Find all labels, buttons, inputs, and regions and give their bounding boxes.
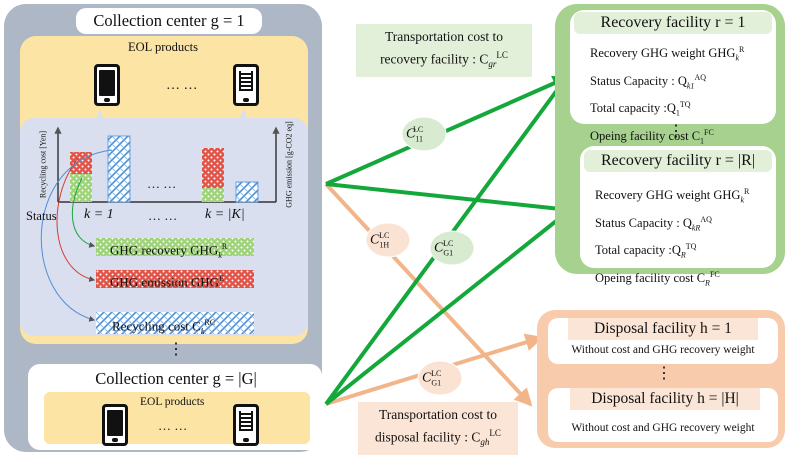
bar-ghg-recovery-k1 <box>70 174 92 202</box>
bar-ghg-emission-k1 <box>70 152 92 174</box>
edge-label-cG1-orange-bubble <box>417 360 463 396</box>
battery-phone-icon <box>233 64 259 106</box>
edge-label-c11: C11LC <box>406 125 424 144</box>
chart-bars-ellipsis: … … <box>147 176 177 191</box>
disposal-facility-1-title: Disposal facility h = 1 <box>568 318 758 340</box>
status-chart-panel <box>20 118 308 336</box>
disposal-facility-H-title: Disposal facility h = |H| <box>570 388 760 410</box>
recovery-vertical-dots: ⋮ <box>668 123 684 140</box>
bar-ghg-emission-kK <box>202 148 224 188</box>
edge-label-c1H-bubble <box>365 222 411 258</box>
recovery-facility-R-details: Recovery GHG weight GHGkR Status Capacit… <box>595 187 750 288</box>
edge-label-cG1-orange: CG1LC <box>422 369 442 388</box>
smartphone-icon <box>94 64 120 106</box>
status-label: Status <box>26 209 57 223</box>
products-ellipsis-bottom: … … <box>158 418 188 433</box>
collection-center-1-title: Collection center g = 1 <box>76 8 262 34</box>
eol-products-label: EOL products <box>128 40 199 54</box>
recovery-facility-R-title: Recovery facility r = |R| <box>584 150 772 172</box>
bar-recycling-cost-kK <box>235 181 259 203</box>
collection-vertical-dots: ⋮ <box>168 341 184 358</box>
collection-center-G-title: Collection center g = |G| <box>95 369 257 388</box>
disposal-facility-1-desc: Without cost and GHG recovery weight <box>571 344 755 356</box>
disposal-vertical-dots: ⋮ <box>656 365 672 382</box>
y-left-label: Recycling cost [Yen] <box>38 130 48 199</box>
k-last-label: k = |K| <box>205 207 245 222</box>
callout-pointer-left <box>92 108 106 132</box>
edge-label-c11-bubble <box>401 116 447 152</box>
recovery-facility-1-details: Recovery GHG weight GHGkR Status Capacit… <box>590 45 745 146</box>
disposal-facility-H-desc: Without cost and GHG recovery weight <box>571 422 755 434</box>
bar-ghg-recovery-kK <box>202 188 224 202</box>
y-right-label: GHG emission [g-CO2 eq] <box>284 121 294 208</box>
legend-ghg-recovery-swatch <box>96 238 254 256</box>
eol-products-panel-bottom <box>44 392 310 444</box>
callout-pointer-right <box>234 108 250 132</box>
connector-red <box>56 157 96 282</box>
smartphone-icon <box>102 404 128 446</box>
legend-recycling-cost-swatch <box>96 312 254 334</box>
recovery-facility-1-title: Recovery facility r = 1 <box>574 12 772 34</box>
edge-label-c1H: C1HLC <box>370 231 390 250</box>
legend-ghg-emission-swatch <box>96 270 254 288</box>
products-ellipsis: … … <box>166 78 198 93</box>
bar-recycling-cost-k1 <box>107 135 131 203</box>
eol-products-label-bottom: EOL products <box>140 396 205 408</box>
connector-green <box>71 177 96 248</box>
k-first-label: k = 1 <box>84 207 114 222</box>
edge-label-cG1-green: CG1LC <box>434 239 454 258</box>
transport-recovery-label: Transportation cost to recovery facility… <box>356 24 532 78</box>
k-axis-ellipsis: … … <box>148 208 178 223</box>
arrow-cG-to-recovery-R <box>324 208 573 406</box>
edge-label-cG1-green-bubble <box>429 230 475 266</box>
arrow-c1-to-disposal-H <box>324 182 533 407</box>
arrow-c1-to-recovery-R <box>325 182 574 217</box>
battery-phone-icon <box>233 404 259 446</box>
legend-ghg-recovery: GHG recovery GHGkR <box>110 242 228 260</box>
connector-blue <box>40 149 113 322</box>
legend-recycling-cost: Recycling cost CkRC <box>112 318 216 336</box>
transport-disposal-label: Transportation cost to disposal facility… <box>358 402 518 455</box>
legend-ghg-emission: GHG emission GHGE <box>110 274 224 290</box>
